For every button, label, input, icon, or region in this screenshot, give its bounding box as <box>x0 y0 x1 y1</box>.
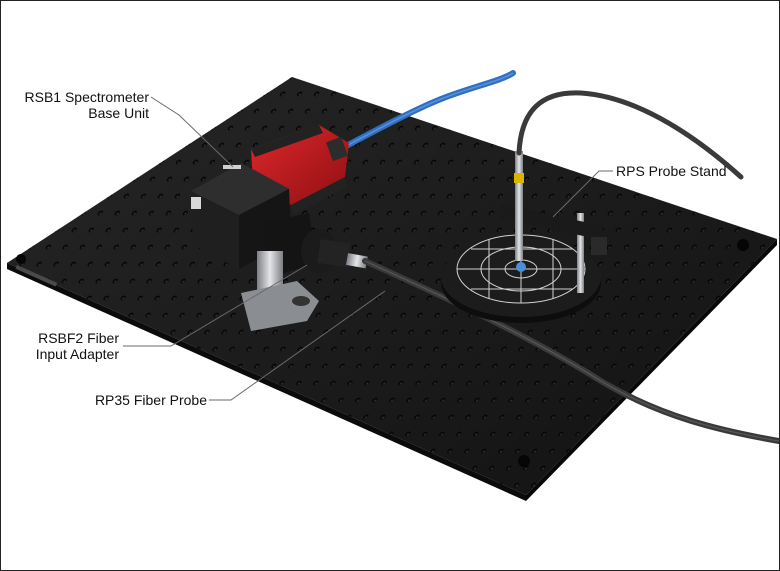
callout-rsb1-line2: Base Unit <box>88 105 149 121</box>
callout-rsbf2: RSBF2 Fiber Input Adapter <box>19 330 119 362</box>
callout-rsb1: RSB1 Spectrometer Base Unit <box>21 89 150 121</box>
callout-lines <box>123 96 613 401</box>
callout-rsbf2-line2: Input Adapter <box>35 346 119 362</box>
callout-rps: RPS Probe Stand <box>616 163 727 179</box>
callout-rp35: RP35 Fiber Probe <box>45 392 207 408</box>
post-mount <box>241 251 319 331</box>
callout-rps-text: RPS Probe Stand <box>616 163 727 179</box>
probe-fiber-loop <box>516 90 744 180</box>
callout-rp35-text: RP35 Fiber Probe <box>94 392 207 408</box>
probe-stand <box>441 151 607 323</box>
callout-rsbf2-line1: RSBF2 Fiber <box>38 330 119 346</box>
callout-rsb1-line1: RSB1 Spectrometer <box>24 89 150 105</box>
optical-breadboard <box>7 77 777 501</box>
